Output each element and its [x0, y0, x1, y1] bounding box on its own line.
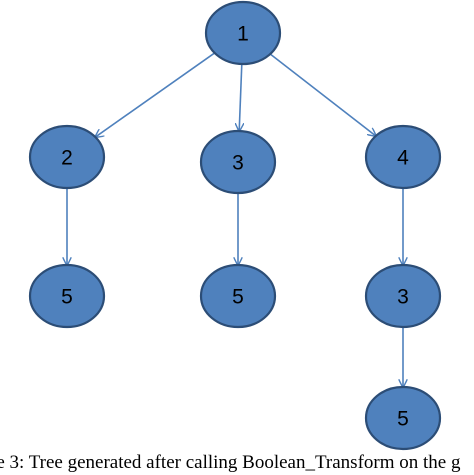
tree-node-n7: 3 — [364, 263, 442, 329]
edge-n1-n4 — [269, 53, 376, 136]
tree-node-n4: 4 — [364, 124, 442, 190]
tree-node-n3: 3 — [199, 129, 277, 195]
tree-node-n2: 2 — [28, 124, 106, 190]
tree-node-n1: 1 — [204, 0, 282, 66]
node-label: 5 — [397, 408, 409, 431]
node-label: 1 — [237, 23, 249, 46]
edges-layer — [67, 52, 403, 387]
node-shape — [28, 263, 106, 329]
tree-node-n5: 5 — [28, 263, 106, 329]
node-label: 2 — [61, 147, 73, 170]
figure-caption: re 3: Tree generated after calling Boole… — [0, 452, 461, 473]
node-shape — [28, 124, 106, 190]
node-shape — [364, 124, 442, 190]
node-label: 3 — [397, 286, 409, 309]
node-label: 5 — [61, 286, 73, 309]
node-shape — [204, 0, 282, 66]
node-shape — [199, 263, 277, 329]
node-shape — [364, 263, 442, 329]
nodes-layer: 1 2 3 4 5 5 3 5 — [28, 0, 442, 451]
edge-n1-n3 — [239, 63, 242, 131]
node-shape — [199, 129, 277, 195]
node-label: 4 — [397, 147, 409, 170]
tree-node-n8: 5 — [364, 385, 442, 451]
edge-n1-n2 — [95, 52, 216, 137]
tree-node-n6: 5 — [199, 263, 277, 329]
node-label: 5 — [232, 286, 244, 309]
node-shape — [364, 385, 442, 451]
node-label: 3 — [232, 152, 244, 175]
